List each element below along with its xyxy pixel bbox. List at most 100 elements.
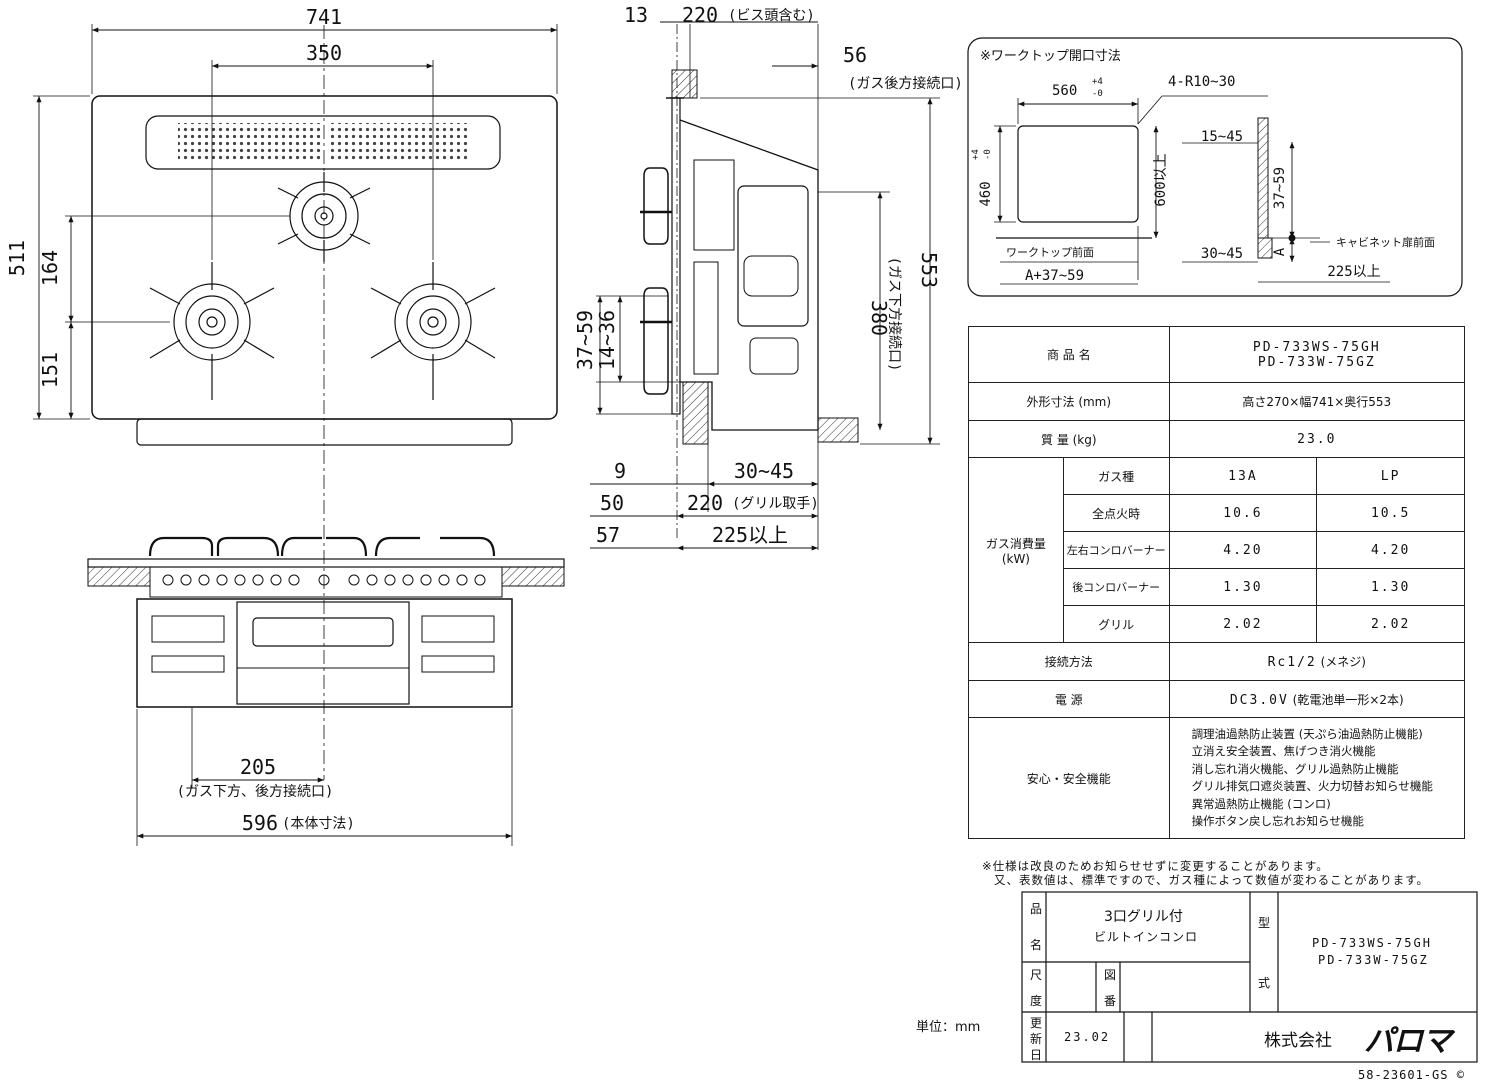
consumption-label: 左右コンロバーナー bbox=[1062, 531, 1170, 569]
opening-h-tol-minus: -0 bbox=[983, 149, 993, 160]
control-front bbox=[136, 598, 513, 708]
opening-a: A bbox=[1272, 247, 1288, 256]
consumption-13a: 4.20 bbox=[1168, 531, 1318, 569]
spec-row-consumption: グリル 2.02 2.02 bbox=[969, 605, 1465, 643]
connection-value: Rc1/2 bbox=[1267, 655, 1317, 670]
side-view bbox=[590, 21, 940, 551]
safety-item: 消し忘れ消火機能、グリル過熱防止機能 bbox=[1191, 761, 1399, 776]
spec-row-consumption: 後コンロバーナー 1.30 1.30 bbox=[969, 568, 1465, 606]
dim-220-top: 220 bbox=[682, 3, 718, 27]
consumption-13a: 1.30 bbox=[1168, 568, 1318, 606]
spec-row-size: 外形寸法 (mm) 高さ270×幅741×奥行553 bbox=[968, 382, 1466, 421]
opening-cabinet: キャビネット扉前面 bbox=[1336, 235, 1435, 249]
worktop-left bbox=[87, 566, 151, 587]
battery-box bbox=[737, 185, 809, 327]
dim-380: 380 bbox=[867, 300, 891, 336]
tb-date: 23.02 bbox=[1064, 1030, 1111, 1044]
opening-a37-59: A+37~59 bbox=[1025, 268, 1084, 284]
dim-596-note: (本体寸法) bbox=[282, 816, 355, 832]
size-value: 高さ270×幅741×奥行553 bbox=[1168, 382, 1466, 421]
spec-row-gas-type: ガス消費量 (kW) ガス種 13A LP bbox=[968, 457, 1465, 643]
spec-row-mass: 質 量 (kg) 23.0 bbox=[968, 420, 1466, 458]
top-view bbox=[33, 24, 558, 780]
opening-box bbox=[967, 37, 1463, 297]
consumption-lp: 1.30 bbox=[1316, 568, 1465, 606]
spec-table: 商 品 名 PD-733WS-75GH PD-733W-75GZ 外形寸法 (m… bbox=[968, 326, 1466, 839]
opening-front: ワークトップ前面 bbox=[1006, 245, 1094, 259]
opening-h-tol-plus: +4 bbox=[971, 149, 981, 160]
dim-741: 741 bbox=[306, 5, 342, 29]
tb-ban: 番 bbox=[1104, 994, 1117, 1008]
opening-37-59: 37~59 bbox=[1272, 167, 1288, 209]
connection-note: (メネジ) bbox=[1320, 655, 1366, 669]
burner-body bbox=[149, 566, 503, 598]
vent-grille-left bbox=[178, 123, 323, 161]
tb-unit: 単位：mm bbox=[916, 1020, 981, 1035]
opening-30-45: 30~45 bbox=[1201, 246, 1243, 262]
dim-380-note: (ガス下方接続口) bbox=[886, 257, 903, 372]
dim-225: 225以上 bbox=[712, 523, 788, 547]
worktop-right bbox=[501, 566, 565, 587]
power-value: DC3.0V bbox=[1229, 692, 1289, 708]
tb-model-2: PD-733W-75GZ bbox=[1318, 953, 1429, 967]
tb-mei: 名 bbox=[1030, 938, 1043, 952]
dim-56: 56 bbox=[843, 43, 867, 67]
dim-205-note: (ガス下方、後方接続口) bbox=[177, 783, 334, 800]
dim-50: 50 bbox=[600, 491, 624, 515]
dimension-labels: 741 350 511 164 151 205 (ガス下方、後方接続口) 596… bbox=[5, 3, 963, 835]
tb-company: 株式会社 bbox=[1264, 1031, 1332, 1051]
product-value: PD-733WS-75GH PD-733W-75GZ bbox=[1168, 326, 1466, 383]
power-label: 電 源 bbox=[968, 680, 1170, 718]
dim-596: 596 bbox=[242, 811, 278, 835]
connection-label: 接続方法 bbox=[968, 642, 1170, 681]
left-burner bbox=[149, 262, 275, 400]
tb-name-1: 3口グリル付 bbox=[1104, 909, 1183, 925]
spec-note-2: 又、表数値は、標準ですので、ガス種によって数値が変わることがあります。 bbox=[994, 873, 1429, 887]
tb-hin: 品 bbox=[1030, 902, 1043, 916]
gas-consumption-text: ガス消費量 bbox=[985, 536, 1046, 551]
opening-w-tol-plus: +4 bbox=[1092, 77, 1103, 87]
consumption-lp: 10.5 bbox=[1316, 494, 1465, 532]
spec-note-1: ※仕様は改良のためお知らせせずに変更することがあります。 bbox=[982, 859, 1329, 873]
safety-item: 調理油過熱防止装置 (天ぷら油過熱防止機能) bbox=[1191, 726, 1423, 741]
tb-shaku: 尺 bbox=[1030, 968, 1043, 982]
opening-225: 225以上 bbox=[1327, 264, 1380, 280]
dim-37-59: 37~59 bbox=[573, 310, 597, 370]
vent-grille-right bbox=[328, 123, 468, 161]
safety-item: 異常過熱防止機能 (コンロ) bbox=[1191, 796, 1331, 811]
consumption-lp: 4.20 bbox=[1316, 531, 1465, 569]
consumption-13a: 2.02 bbox=[1168, 605, 1318, 643]
grill-door bbox=[236, 601, 410, 705]
tb-shin: 新 bbox=[1030, 1032, 1043, 1046]
consumption-13a: 10.6 bbox=[1168, 494, 1318, 532]
dim-350: 350 bbox=[306, 41, 342, 65]
opening-title: ※ワークトップ開口寸法 bbox=[980, 49, 1121, 64]
opening-radius: 4-R10~30 bbox=[1168, 74, 1235, 90]
glass-top bbox=[87, 558, 565, 568]
rear-burner bbox=[277, 172, 371, 262]
exhaust-vent bbox=[145, 115, 501, 170]
tb-shiki: 式 bbox=[1258, 976, 1271, 990]
size-label: 外形寸法 (mm) bbox=[968, 382, 1170, 421]
dim-220-grill-note: (グリル取手) bbox=[732, 496, 819, 512]
safety-list: 調理油過熱防止装置 (天ぷら油過熱防止機能) 立消え安全装置、焦げつき消火機能 … bbox=[1168, 717, 1466, 839]
product-label: 商 品 名 bbox=[968, 326, 1170, 383]
safety-item: 立消え安全装置、焦げつき消火機能 bbox=[1191, 744, 1376, 758]
opening-w-tol-minus: -0 bbox=[1092, 89, 1103, 99]
gas-consumption-unit: (kW) bbox=[1001, 551, 1030, 566]
brand-logo: パロマ bbox=[1364, 1024, 1452, 1059]
dim-14-36: 14~36 bbox=[595, 310, 619, 370]
tb-kou: 更 bbox=[1030, 1016, 1043, 1030]
tb-name-2: ビルトインコンロ bbox=[1094, 930, 1199, 944]
tb-kata: 型 bbox=[1258, 916, 1271, 930]
spec-row-product: 商 品 名 PD-733WS-75GH PD-733W-75GZ bbox=[968, 326, 1466, 383]
opening-600: 600以上 bbox=[1153, 153, 1169, 206]
consumption-label: 後コンロバーナー bbox=[1062, 568, 1170, 606]
power-note: (乾電池単一形×2本) bbox=[1292, 692, 1404, 707]
dim-220-grill: 220 bbox=[687, 491, 723, 515]
side-front-panel bbox=[671, 97, 681, 415]
spec-row-safety: 安心・安全機能 調理油過熱防止装置 (天ぷら油過熱防止機能) 立消え安全装置、焦… bbox=[968, 717, 1466, 839]
gas-13a: 13A bbox=[1168, 457, 1318, 495]
